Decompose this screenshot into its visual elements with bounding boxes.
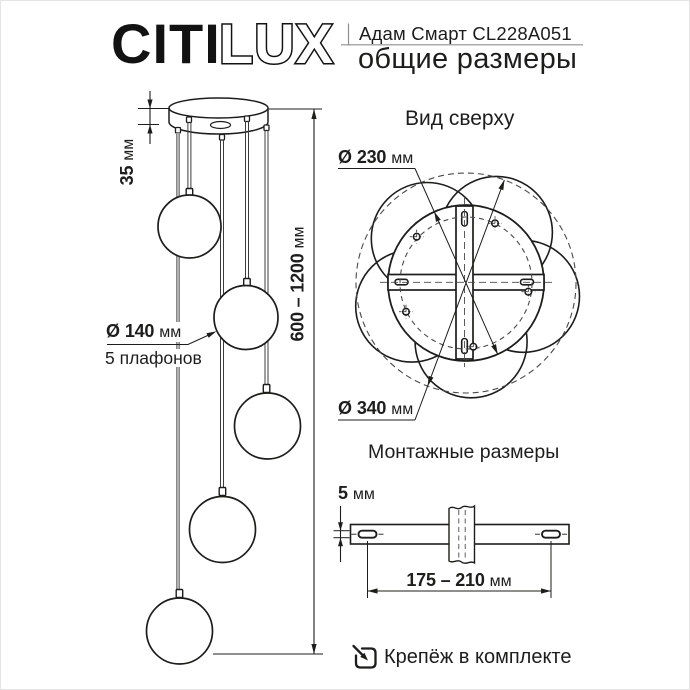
shade-sphere-4: [188, 495, 257, 564]
dim-overall-diameter-leader: [338, 179, 505, 421]
shade-count-note: 5 плафонов: [103, 348, 204, 368]
dim-canopy-height-lines: [138, 91, 170, 144]
box-arrow-in-icon: [352, 644, 377, 669]
citilux-logo: CITI LUX: [109, 11, 341, 77]
top-view-heading: Вид сверху: [405, 107, 515, 130]
mounting-view-heading: Монтажные размеры: [368, 441, 560, 463]
shade-sphere-2: [213, 284, 279, 351]
top-view-drawing: [338, 167, 581, 421]
mounting-center-rod: [448, 504, 476, 565]
shade-sphere-3: [233, 392, 302, 460]
dim-mount-span-lines: [367, 541, 552, 598]
shade-spheres: [145, 194, 302, 665]
header-divider: [341, 23, 583, 46]
canopy-drawing: [168, 97, 269, 135]
shade-sphere-1: [157, 194, 222, 259]
page-subtitle: общие размеры: [358, 43, 578, 75]
logo-lux-text: LUX: [219, 17, 334, 73]
dim-shade-diameter-leader: [107, 331, 217, 346]
dim-total-height-lines: [213, 108, 323, 655]
dim-canopy-diameter-leader: [338, 167, 499, 355]
top-view-bracket: [387, 205, 545, 360]
top-view-screw-holes: [399, 216, 536, 354]
model-title: Адам Смарт CL228A051: [359, 23, 572, 44]
hardware-included-note: Крепёж в комплекте: [384, 646, 572, 668]
mounting-slots: [357, 529, 561, 539]
canopy-connectors: [174, 115, 270, 141]
dim-slot-height-lines: [333, 506, 350, 562]
top-view-dashed-circles: [355, 172, 577, 394]
shade-sphere-5: [145, 597, 214, 665]
logo-citi-text: CITI: [111, 17, 221, 73]
mounting-view-drawing: [333, 504, 570, 598]
